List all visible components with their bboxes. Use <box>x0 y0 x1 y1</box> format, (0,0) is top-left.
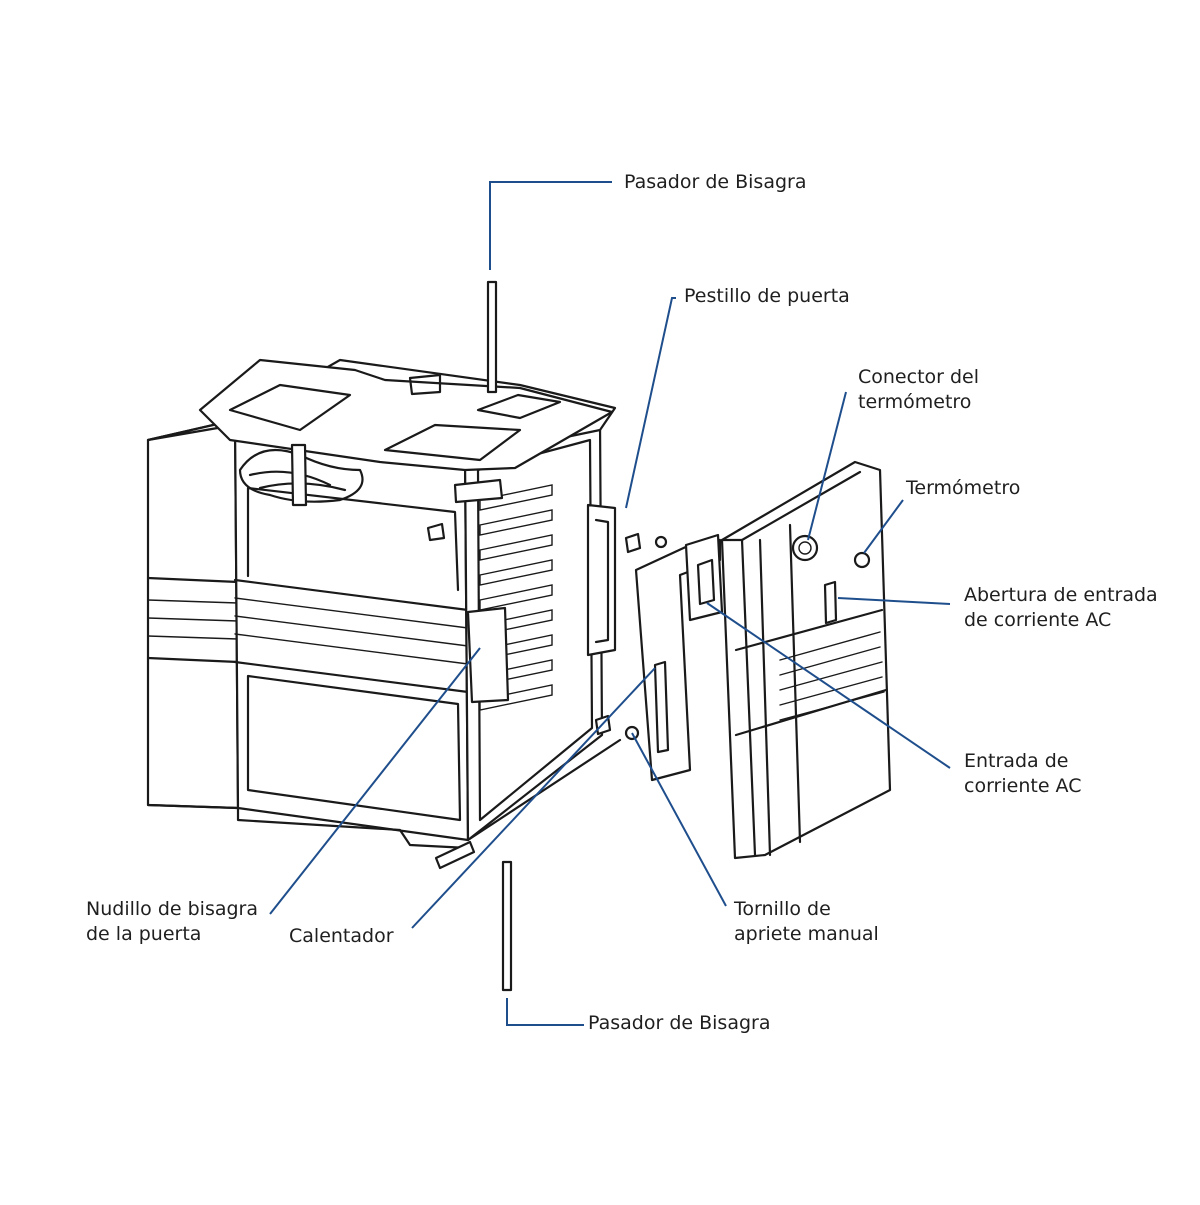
label-heater: Calentador <box>289 925 394 947</box>
hinge-pin-bottom <box>501 860 513 992</box>
label-door-hinge-knuckle: Nudillo de bisagra de la puerta <box>86 898 259 945</box>
thermometer <box>853 551 871 569</box>
leader-heater <box>411 667 656 929</box>
hinge-knuckle-bottom <box>434 840 476 870</box>
cabinet-body <box>146 418 622 850</box>
leader-hinge-knuckle <box>269 647 481 915</box>
leader-thermometer-connector <box>807 391 847 541</box>
ac-inlet-opening <box>823 580 838 625</box>
leader-ac-opening <box>837 597 951 605</box>
heater-block <box>466 606 510 704</box>
cabinet-lid <box>146 358 617 507</box>
label-door-latch: Pestillo de puerta <box>684 285 850 307</box>
shelf-rails <box>479 484 553 711</box>
label-hinge-pin-top: Pasador de Bisagra <box>624 171 807 193</box>
label-thermometer-connector: Conector del termómetro <box>858 366 980 413</box>
label-thermometer: Termómetro <box>906 477 1021 499</box>
leader-thermometer <box>863 499 904 554</box>
door-latch-plate <box>634 533 724 782</box>
leader-hinge-pin-top <box>489 181 612 270</box>
thermometer-connector <box>791 534 819 562</box>
leader-hinge-pin-bottom <box>506 998 584 1026</box>
label-ac-inlet: Entrada de corriente AC <box>964 750 1082 797</box>
label-thumb-screw: Tornillo de apriete manual <box>734 898 879 945</box>
leader-door-latch <box>625 297 676 509</box>
label-hinge-pin-bottom: Pasador de Bisagra <box>588 1012 771 1034</box>
leader-ac-inlet <box>706 602 951 769</box>
hinge-pin-top <box>486 280 498 394</box>
label-ac-opening: Abertura de entrada de corriente AC <box>964 584 1158 631</box>
thumb-screw-pin <box>624 532 642 554</box>
control-module <box>720 460 892 860</box>
leader-lines <box>269 181 951 1026</box>
leader-thumb-screw <box>631 732 727 907</box>
